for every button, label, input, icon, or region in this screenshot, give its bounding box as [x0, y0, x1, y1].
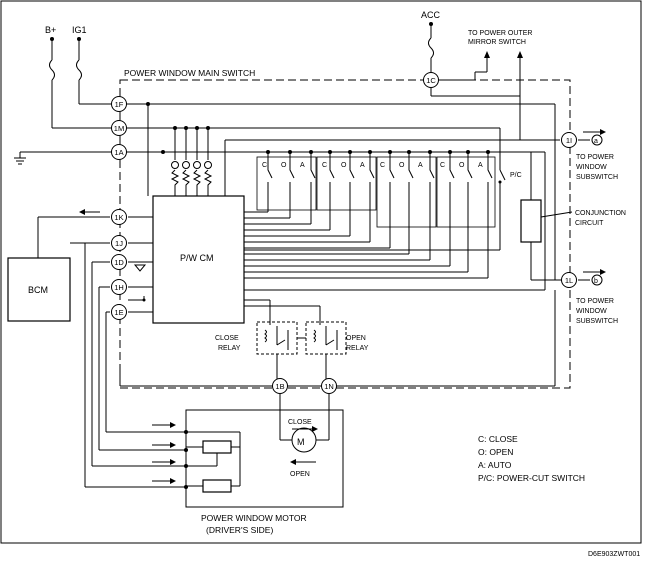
open-relay: OPEN RELAY [305, 321, 369, 355]
svg-text:1L: 1L [565, 276, 573, 285]
subswitch2-label-2: WINDOW [576, 308, 607, 315]
motor-symbol [291, 427, 317, 453]
connector-1H: 1H [111, 279, 127, 295]
svg-text:1F: 1F [115, 100, 124, 109]
mirror-label-1: TO POWER OUTER [468, 30, 532, 37]
svg-text:A: A [300, 162, 305, 169]
svg-text:1C: 1C [426, 76, 436, 85]
svg-text:1A: 1A [114, 148, 123, 157]
svg-text:1D: 1D [114, 258, 124, 267]
svg-text:RELAY: RELAY [218, 345, 241, 352]
svg-text:CLOSE: CLOSE [215, 335, 239, 342]
connector-1N: 1N [321, 378, 337, 394]
svg-text:1M: 1M [114, 124, 124, 133]
svg-text:A: A [360, 162, 365, 169]
pwcm-label: P/W CM [180, 253, 214, 263]
connector-1M: 1M [111, 120, 127, 136]
legend-close: C: CLOSE [478, 434, 518, 444]
connector-1E: 1E [111, 304, 127, 320]
svg-text:C: C [262, 162, 267, 169]
acc-fuse [428, 22, 434, 72]
pwcm-signal-lines [244, 202, 545, 325]
svg-text:O: O [341, 162, 347, 169]
svg-text:1J: 1J [115, 239, 123, 248]
switch-contact-labels: C O A C O A C O A C O A [262, 162, 483, 169]
motor-label-1: POWER WINDOW MOTOR [201, 513, 307, 523]
mirror-label-2: MIRROR SWITCH [468, 39, 526, 46]
bcm-label: BCM [28, 285, 48, 295]
ground-1d [128, 261, 147, 272]
svg-text:C: C [380, 162, 385, 169]
connector-1K: 1K [111, 209, 127, 225]
legend-auto: A: AUTO [478, 460, 512, 470]
ground-1e [128, 296, 146, 302]
motor-sensors [186, 431, 241, 493]
terminal-b: b [594, 278, 598, 285]
subswitch2-label-3: SUBSWITCH [576, 318, 618, 325]
connector-1F: 1F [111, 96, 127, 112]
switch-contacts [267, 152, 493, 230]
svg-text:C: C [322, 162, 327, 169]
connector-1C: 1C [423, 72, 439, 88]
motor-feed-lines [84, 242, 186, 488]
terminal-a: a [594, 138, 598, 145]
svg-text:1I: 1I [566, 136, 572, 145]
svg-text:RELAY: RELAY [346, 345, 369, 352]
legend: C: CLOSE O: OPEN A: AUTO P/C: POWER-CUT … [478, 434, 585, 483]
svg-text:O: O [281, 162, 287, 169]
svg-text:O: O [459, 162, 465, 169]
subswitch1-label-3: SUBSWITCH [576, 174, 618, 181]
connector-1B: 1B [272, 378, 288, 394]
window-switch-groups [256, 156, 496, 228]
diagram-frame [0, 0, 642, 544]
motor-m: M [297, 437, 305, 447]
svg-text:1E: 1E [114, 308, 123, 317]
close-relay: CLOSE RELAY [215, 321, 298, 355]
legend-open: O: OPEN [478, 447, 513, 457]
motor-open-label: OPEN [290, 471, 310, 478]
led-resistors [170, 161, 213, 196]
ig1-fuse [76, 37, 110, 105]
svg-text:P/C: P/C [510, 172, 522, 179]
subswitch1-label-2: WINDOW [576, 164, 607, 171]
svg-text:1K: 1K [114, 213, 123, 222]
conjunction-label-2: CIRCUIT [575, 220, 604, 227]
svg-text:OPEN: OPEN [346, 335, 366, 342]
figure-code: D6E903ZWT001 [588, 551, 640, 558]
ig1-label: IG1 [72, 25, 87, 35]
motor-label-2: (DRIVER'S SIDE) [206, 525, 273, 535]
subswitch1-label-1: TO POWER [576, 154, 614, 161]
acc-label: ACC [421, 10, 441, 20]
svg-text:O: O [399, 162, 405, 169]
connector-1I: 1I [561, 132, 577, 148]
bplus-label: B+ [45, 25, 56, 35]
motor-close-label: CLOSE [288, 419, 312, 426]
conjunction-circuit [520, 199, 542, 243]
svg-text:1N: 1N [324, 382, 334, 391]
bplus-fuse [49, 37, 110, 129]
motor-connector-dots [184, 430, 188, 489]
main-switch-enclosure [119, 79, 571, 389]
svg-text:C: C [440, 162, 445, 169]
conjunction-label-1: CONJUNCTION [575, 210, 626, 217]
main-switch-label: POWER WINDOW MAIN SWITCH [124, 68, 255, 78]
subswitch2-label-1: TO POWER [576, 298, 614, 305]
connector-1A: 1A [111, 144, 127, 160]
connector-1L: 1L [561, 272, 577, 288]
svg-text:1B: 1B [275, 382, 284, 391]
legend-power-cut: P/C: POWER-CUT SWITCH [478, 473, 585, 483]
motor-enclosure [185, 409, 344, 508]
svg-text:A: A [478, 162, 483, 169]
power-cut-switch: P/C [498, 160, 522, 250]
svg-text:1H: 1H [114, 283, 124, 292]
connector-1J: 1J [111, 235, 127, 251]
connector-1D: 1D [111, 254, 127, 270]
svg-text:A: A [418, 162, 423, 169]
motor-input-arrows [152, 422, 176, 484]
bcm-box [7, 257, 71, 322]
